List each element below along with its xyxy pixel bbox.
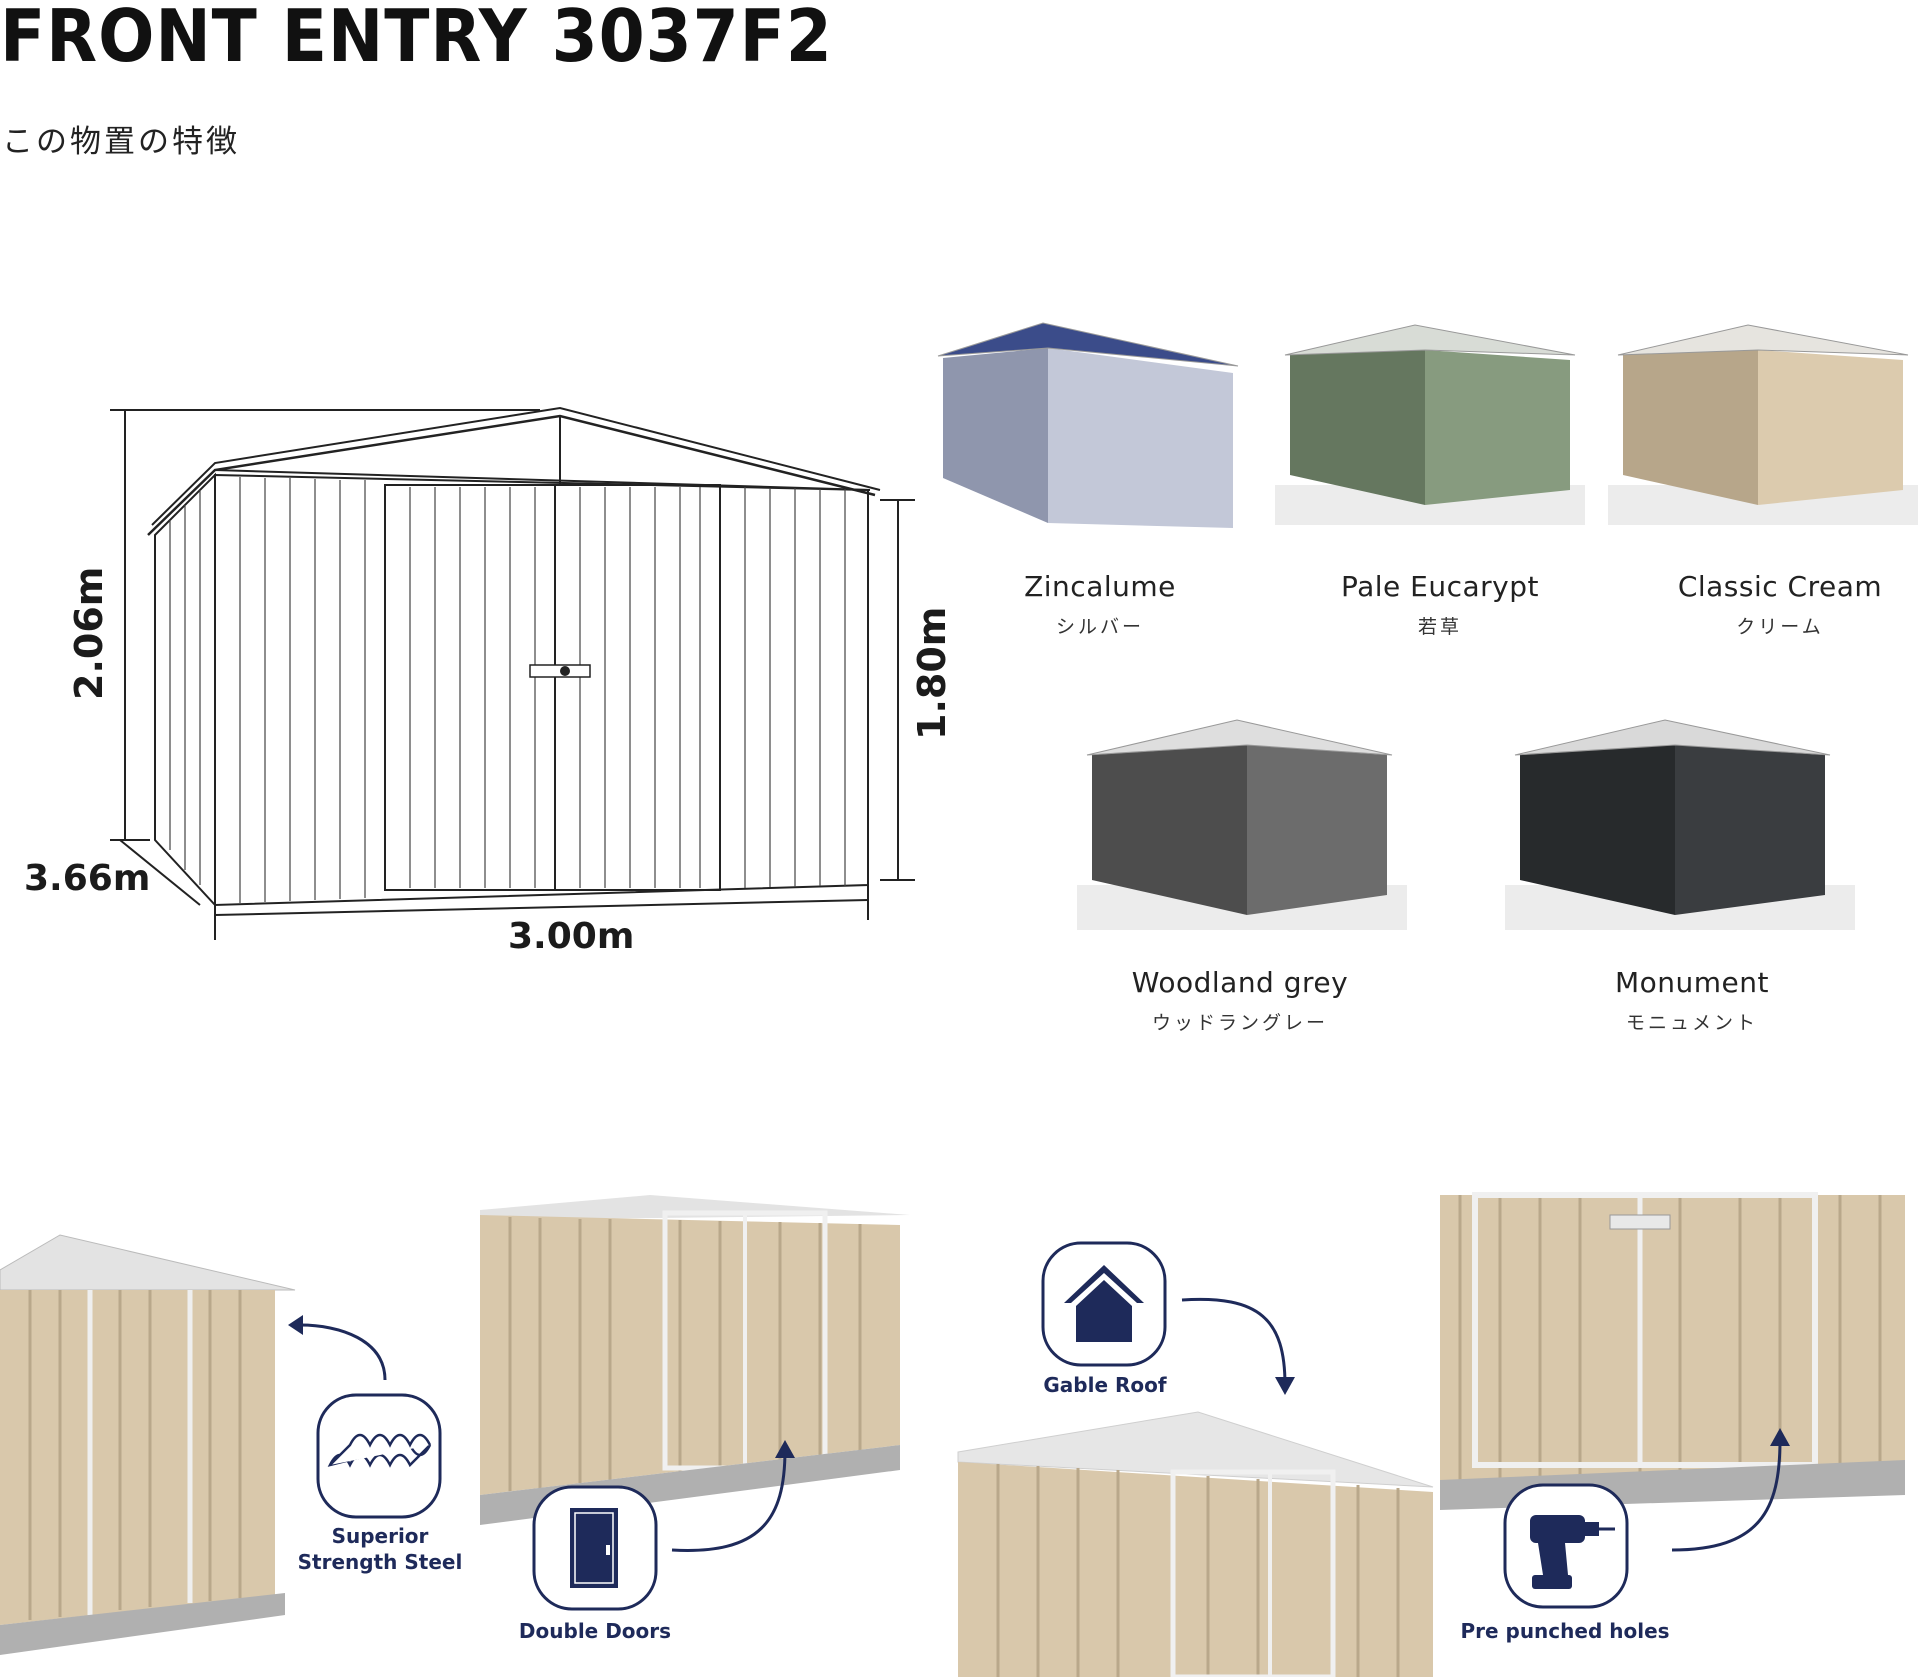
feature-photo-roof (957, 1411, 1434, 1677)
arrow-steel-icon (288, 1315, 303, 1335)
feature-label-holes: Pre punched holes (1460, 1619, 1670, 1643)
color-swatch-classic-cream (1608, 324, 1918, 525)
color-swatch-monument (1505, 719, 1855, 930)
dimension-height: 2.06m (67, 567, 111, 700)
door-icon (570, 1508, 618, 1588)
swatch-side-wall (1623, 350, 1758, 505)
arrow-holes-icon (1770, 1428, 1790, 1446)
door-handle-icon (529, 664, 591, 678)
corrugated-steel-icon (327, 1433, 432, 1468)
feature-label-doors: Double Doors (518, 1619, 672, 1643)
drill-icon (1530, 1515, 1615, 1589)
swatch-sub-woodland-grey: ウッドラングレー (1151, 1012, 1328, 1034)
swatch-front-wall (1048, 348, 1233, 528)
swatch-label-zincalume: Zincalume (1024, 570, 1176, 603)
feature-label-steel: Superior Strength Steel (297, 1524, 463, 1574)
swatch-side-wall (943, 348, 1048, 523)
arrow-roof-icon (1275, 1377, 1295, 1395)
swatch-label-monument: Monument (1614, 966, 1769, 999)
feature-label-roof: Gable Roof (1043, 1373, 1167, 1397)
swatch-roof (1617, 324, 1909, 356)
feature-photo-steel (0, 1234, 296, 1655)
swatch-label-pale-eucarypt: Pale Eucarypt (1340, 570, 1539, 603)
shed-dimension-diagram: 2.06m 1.80m 3.66m 3.00m (24, 406, 954, 957)
house-icon (1064, 1265, 1144, 1342)
page-subtitle: この物置の特徴 (2, 124, 240, 160)
swatch-label-woodland-grey: Woodland grey (1131, 966, 1349, 999)
swatch-front-wall (1758, 350, 1903, 505)
swatch-front-wall (1247, 745, 1387, 915)
swatch-sub-zincalume: シルバー (1055, 616, 1144, 638)
arrow-doors-icon (775, 1440, 795, 1458)
dimension-depth: 3.66m (24, 858, 150, 899)
swatch-sub-classic-cream: クリーム (1736, 616, 1824, 638)
swatch-roof (937, 322, 1239, 367)
swatch-side-wall (1092, 745, 1247, 915)
swatch-front-wall (1675, 745, 1825, 915)
dimension-wall-height: 1.80m (910, 607, 954, 740)
swatch-label-classic-cream: Classic Cream (1677, 570, 1883, 603)
color-swatch-woodland-grey (1077, 719, 1407, 930)
swatch-sub-monument: モニュメント (1625, 1012, 1758, 1034)
swatch-roof (1086, 719, 1393, 756)
color-swatch-pale-eucarypt (1275, 324, 1585, 525)
swatch-side-wall (1520, 745, 1675, 915)
page-title: FRONT ENTRY 3037F2 (0, 0, 833, 78)
dimension-width: 3.00m (508, 916, 634, 957)
swatch-sub-pale-eucarypt: 若草 (1417, 616, 1462, 638)
swatch-roof (1284, 324, 1576, 356)
swatch-front-wall (1425, 350, 1570, 505)
swatch-roof (1514, 719, 1831, 756)
color-swatch-zincalume (937, 322, 1239, 528)
swatch-side-wall (1290, 350, 1425, 505)
feature-photo-doors (480, 1195, 910, 1525)
